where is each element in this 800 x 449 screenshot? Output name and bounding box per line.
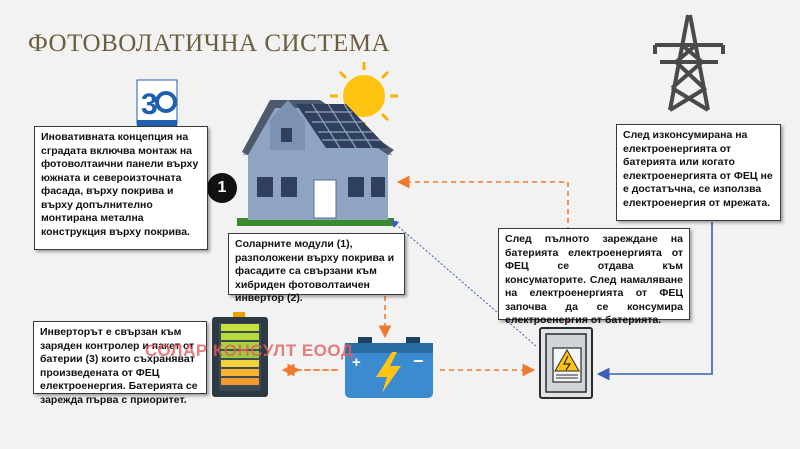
after-charge-text-box: След пълното зареждане на батерията елек… [498,228,690,326]
modules-text: Соларните модули (1), разположени върху … [235,238,395,304]
logo-mark: 3 [141,88,158,121]
grid-text-box: След изконсумирана на електроенергията о… [616,124,781,221]
concept-text-box: Иновативната концепция на сградата включ… [34,126,208,250]
marker-number: 1 [207,173,237,203]
page-title: ФОТОВОЛАТИЧНА СИСТЕМА [28,30,391,57]
grid-text: След изконсумирана на електроенергията о… [623,129,773,209]
grid-flow-lines [390,219,713,381]
tower-icon [653,14,725,112]
battery-stack-icon [212,312,268,397]
after-charge-text: След пълното зареждане на батерията елек… [505,233,683,326]
inverter-icon [539,327,593,399]
inverter-text: Инверторът е свързан към заряден контрол… [40,326,198,406]
concept-text: Иновативната концепция на сградата включ… [41,131,199,238]
flow-grid-to-inverter [596,222,713,381]
svg-text:−: − [413,351,424,371]
watermark: СОЛАР КОНСУЛТ ЕООД [145,341,354,360]
svg-text:+: + [352,354,361,371]
modules-text-box: Соларните модули (1), разположени върху … [228,233,405,304]
company-logo: 3 [136,79,178,126]
house-icon [237,100,394,226]
battery-icon: + − [345,337,433,398]
inverter-text-box: Инверторът е свързан към заряден контрол… [33,321,207,406]
